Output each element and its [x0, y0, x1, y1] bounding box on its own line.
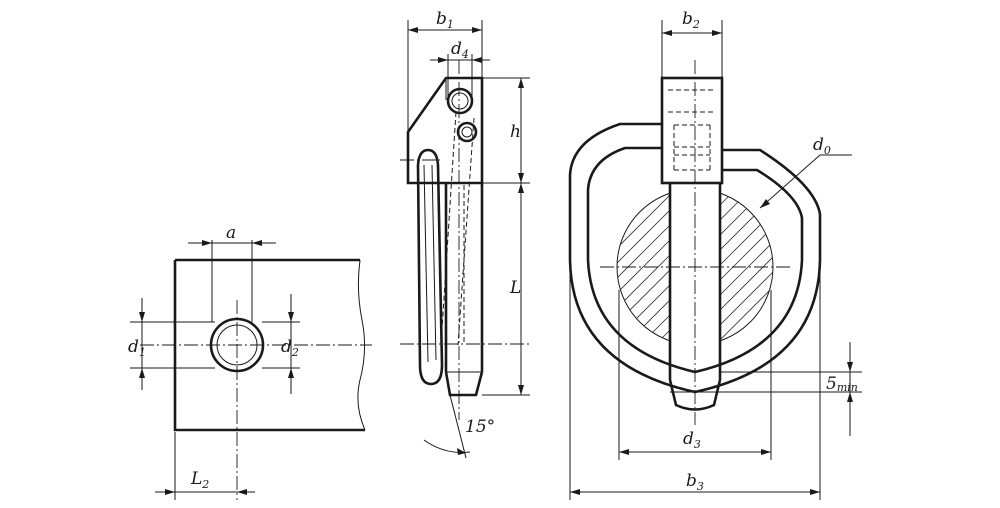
label-d0: d0 — [813, 135, 831, 157]
label-d2: d2 — [281, 337, 299, 359]
label-L: L — [509, 278, 521, 298]
pin-head — [660, 76, 724, 185]
label-angle-15: 15° — [465, 417, 495, 437]
label-d3: d3 — [683, 429, 701, 451]
pin-front-view — [568, 20, 862, 500]
label-b1: b1 — [436, 9, 454, 31]
shaft-side-view — [130, 240, 372, 500]
head-hole-small — [456, 121, 478, 143]
label-d4: d4 — [451, 39, 469, 61]
label-L2: L2 — [190, 469, 209, 491]
label-b3: b3 — [686, 471, 704, 493]
label-d1: d1 — [128, 337, 146, 359]
label-b2: b2 — [682, 9, 700, 31]
label-h: h — [510, 122, 521, 142]
pin-side-view — [400, 20, 530, 459]
label-5min: 5min — [826, 374, 858, 394]
label-a: a — [226, 223, 236, 243]
head-hole-large — [446, 87, 474, 115]
